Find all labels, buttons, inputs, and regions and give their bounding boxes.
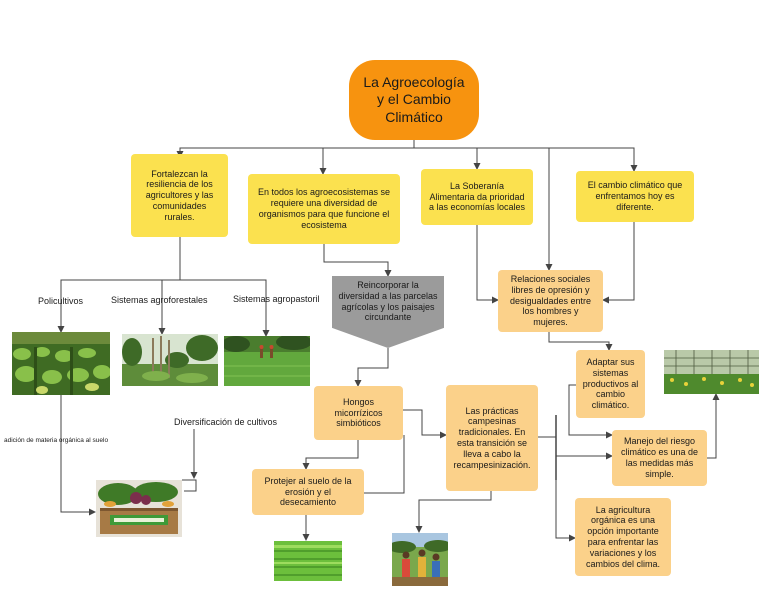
- node-cambio-climatico: El cambio climático que enfrentamos hoy …: [576, 171, 694, 222]
- node-soberania-text: La Soberanía Alimentaria da prioridad a …: [428, 180, 526, 213]
- node-reincorporar-text: Reincorporar la diversidad a las parcela…: [338, 280, 438, 323]
- node-hongos-text: Hongos micorrízicos simbióticos: [334, 396, 383, 429]
- node-proteger: Protejer al suelo de la erosión y el des…: [252, 469, 364, 515]
- node-resiliencia-text: Fortalezcan la resiliencia de los agricu…: [145, 168, 214, 222]
- node-proteger-text: Protejer al suelo de la erosión y el des…: [264, 475, 352, 508]
- node-practicas-text: Las prácticas campesinas tradicionales. …: [453, 405, 531, 470]
- node-resiliencia: Fortalezcan la resiliencia de los agricu…: [131, 154, 228, 237]
- node-cambio-climatico-text: El cambio climático que enfrentamos hoy …: [587, 180, 683, 212]
- title-node: La Agroecología y el Cambio Climático: [349, 60, 479, 140]
- node-relaciones: Relaciones sociales libres de opresión y…: [498, 270, 603, 332]
- node-agroecosistemas: En todos los agroecosistemas se requiere…: [248, 174, 400, 244]
- farmers-photo: [392, 533, 448, 586]
- agroforestry-photo: [122, 334, 218, 386]
- node-practicas: Las prácticas campesinas tradicionales. …: [446, 385, 538, 491]
- node-adaptar-text: Adaptar sus sistemas productivos al camb…: [582, 357, 639, 411]
- node-reincorporar: Reincorporar la diversidad a las parcela…: [332, 276, 444, 348]
- node-relaciones-text: Relaciones sociales libres de opresión y…: [509, 274, 592, 328]
- label-agropastoril: Sistemas agropastoril: [233, 294, 320, 304]
- label-materia-organica: adición de materia orgánica al suelo: [4, 437, 109, 444]
- title-text: La Agroecología y el Cambio Climático: [363, 73, 465, 125]
- node-soberania: La Soberanía Alimentaria da prioridad a …: [421, 169, 533, 225]
- greenhouse-photo: [664, 350, 759, 394]
- seedling-field-photo: [274, 541, 342, 581]
- pasture-photo: [224, 336, 310, 386]
- node-organica-text: La agricultura orgánica es una opción im…: [585, 504, 661, 569]
- vegetable-crate-photo: [96, 480, 182, 537]
- node-adaptar: Adaptar sus sistemas productivos al camb…: [576, 350, 645, 418]
- node-agroecosistemas-text: En todos los agroecosistemas se requiere…: [257, 187, 391, 230]
- node-manejo: Manejo del riesgo climático es una de la…: [612, 430, 707, 486]
- node-organica: La agricultura orgánica es una opción im…: [575, 498, 671, 576]
- lettuce-field-photo: [12, 332, 110, 395]
- node-hongos: Hongos micorrízicos simbióticos: [314, 386, 403, 440]
- label-policultivos: Policultivos: [38, 296, 84, 306]
- label-agroforestales: Sistemas agroforestales: [111, 295, 208, 305]
- node-manejo-text: Manejo del riesgo climático es una de la…: [620, 436, 699, 479]
- label-diversificacion: Diversificación de cultivos: [174, 417, 278, 427]
